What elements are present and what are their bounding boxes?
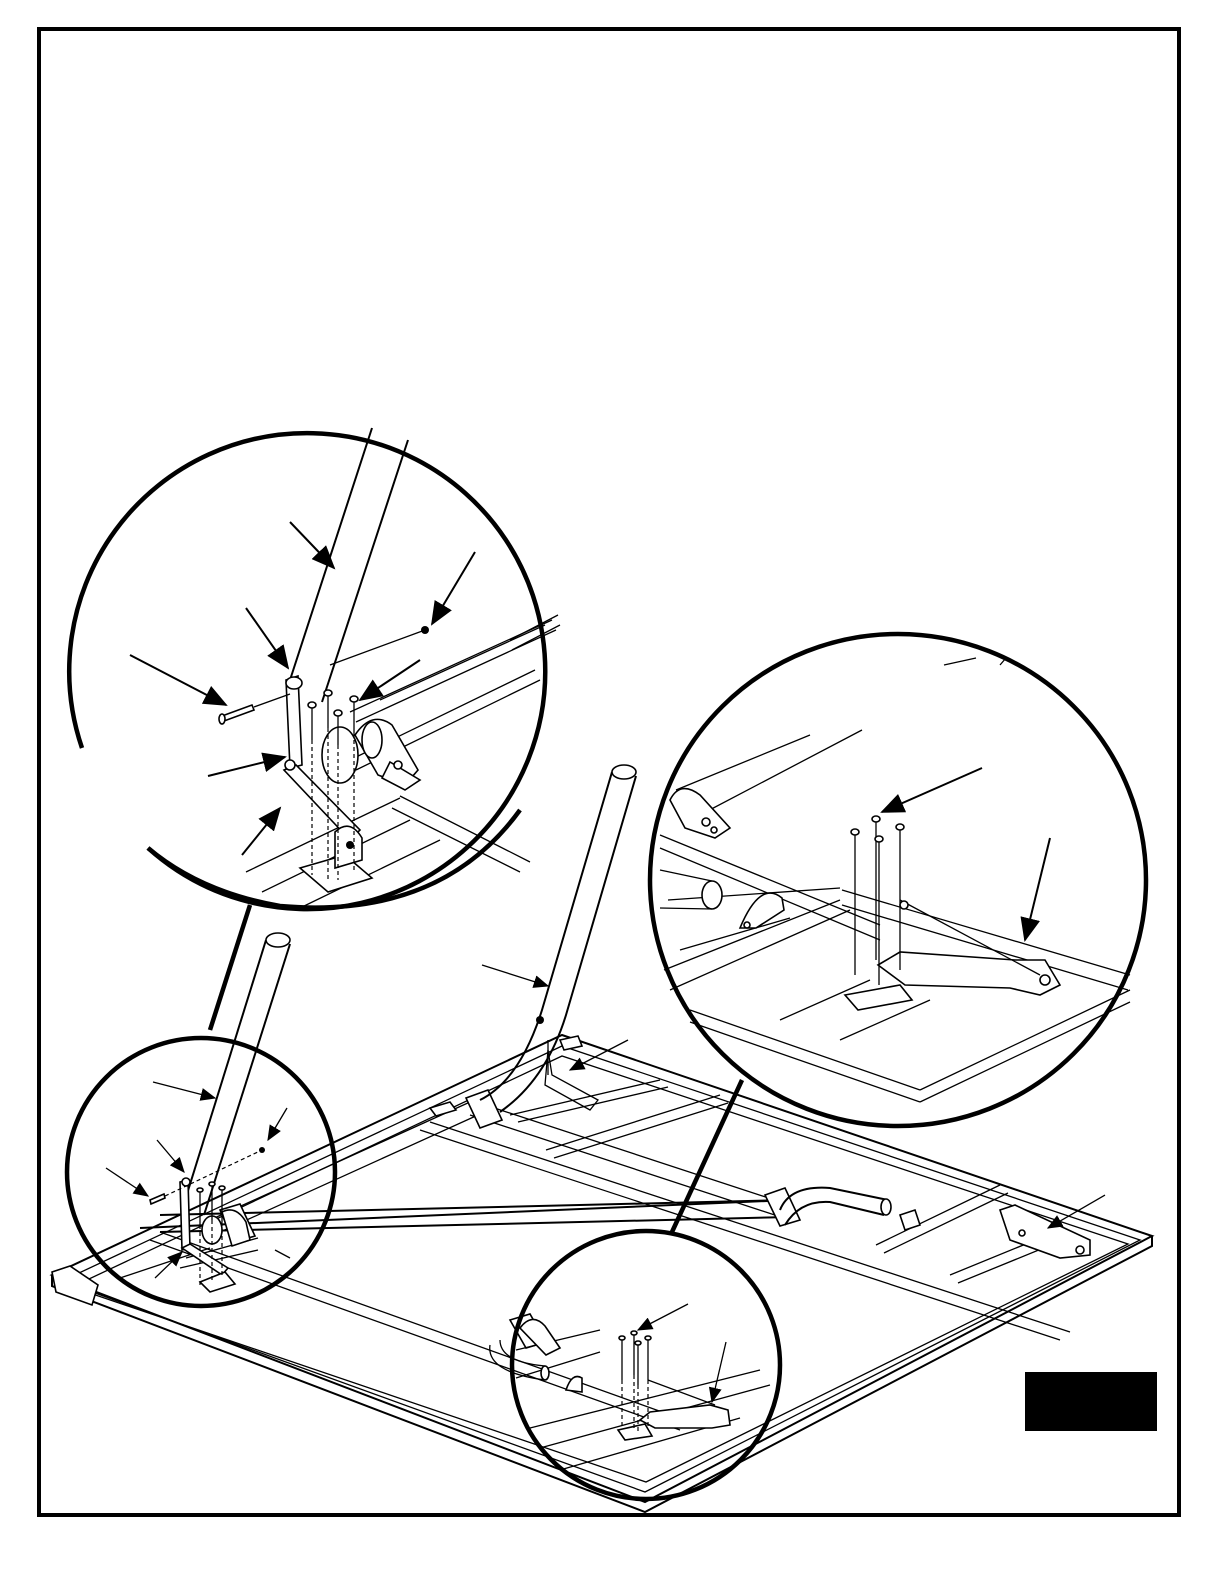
leader-right xyxy=(672,1080,742,1232)
detail-circle-top-left xyxy=(69,433,545,909)
arrow-screws-right xyxy=(882,768,982,812)
arrow-brace-right xyxy=(1025,838,1050,940)
leg-center xyxy=(480,765,636,1112)
arrow-lever xyxy=(208,757,285,776)
detail-right xyxy=(650,634,1146,1126)
detail-top-left xyxy=(69,428,560,909)
arrow-bolt xyxy=(130,655,226,705)
detail-circle-right xyxy=(650,634,1146,1126)
foot-tube-right xyxy=(780,1188,920,1230)
table-frame xyxy=(52,1035,1152,1512)
cross-member-2 xyxy=(876,1185,1008,1253)
corner-cap xyxy=(52,1266,98,1305)
brace-arm xyxy=(878,952,1060,995)
leg-left xyxy=(182,933,290,1215)
detail-circle-bottom-center xyxy=(512,1231,780,1499)
step-badge xyxy=(1025,1372,1157,1431)
arrow-nut xyxy=(432,552,475,624)
cross-member-1 xyxy=(510,1080,668,1122)
brace-right xyxy=(1000,1205,1090,1258)
arrow-leg xyxy=(290,522,334,568)
bolt xyxy=(222,705,254,721)
arrow-leg-center xyxy=(482,965,548,986)
mount-plate-right xyxy=(845,985,912,1010)
arrow-lever-top xyxy=(246,608,288,668)
rail-front xyxy=(150,1240,680,1430)
arrow-link xyxy=(242,808,280,855)
